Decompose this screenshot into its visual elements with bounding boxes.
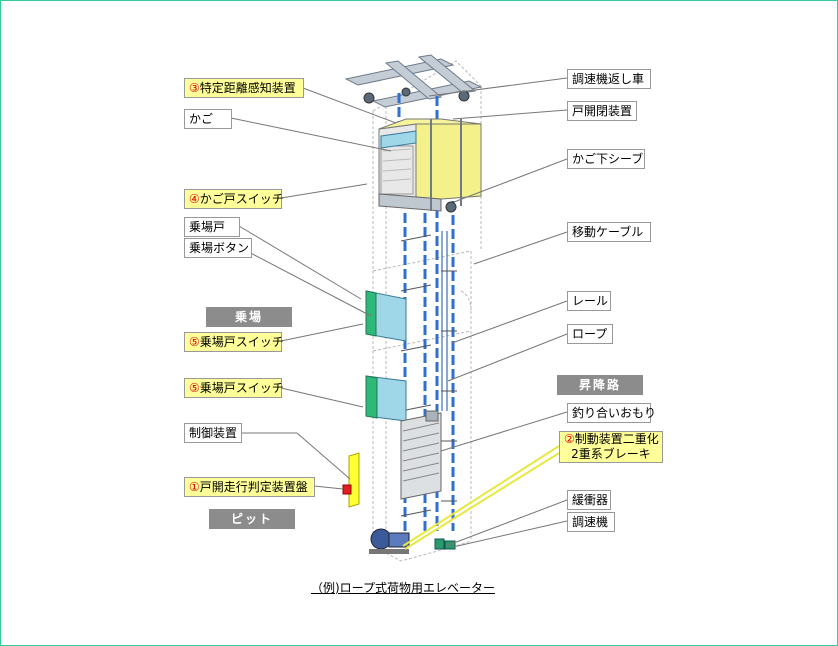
label-line-2: 2重系ブレーキ: [571, 447, 651, 461]
label-number: ④: [189, 192, 200, 206]
landing-door-upper: [365, 290, 407, 342]
label-specific-distance-sensor: ③特定距離感知装置: [184, 78, 304, 98]
label-rail: レール: [567, 291, 611, 311]
label-landing-button: 乗場ボタン: [184, 238, 252, 258]
label-control-device: 制御装置: [184, 423, 242, 443]
label-door-operator: 戸開閉装置: [567, 101, 637, 121]
label-text: 特定距離感知装置: [199, 81, 296, 95]
label-rope: ロープ: [567, 324, 613, 344]
buffer: [434, 538, 445, 550]
label-number: ⑤: [189, 335, 200, 349]
label-landing-door: 乗場戸: [184, 217, 240, 237]
label-buffer: 緩衝器: [567, 490, 611, 510]
label-landing-door-switch-lower: ⑤乗場戸スイッチ: [184, 378, 284, 398]
overhead-beam: [344, 54, 483, 108]
label-text: かご戸スイッチ: [199, 192, 284, 206]
label-text: 乗場戸スイッチ: [199, 335, 284, 349]
zone-pit: ピット: [209, 509, 295, 529]
car-frame: [430, 119, 462, 211]
car-door-operator: [380, 130, 417, 149]
landing-door-lower: [365, 375, 407, 422]
door-travel-panel: [342, 484, 352, 495]
diagram-caption: （例)ロープ式荷物用エレベーター: [311, 581, 495, 595]
label-number: ③: [189, 81, 200, 95]
leader-lines: [230, 77, 568, 548]
car-bottom-sheave: [445, 201, 457, 213]
zone-landing: 乗場: [206, 307, 292, 327]
traction-machine: [369, 528, 410, 554]
label-counterweight: 釣り合いおもり: [567, 403, 656, 423]
label-number: ⑤: [189, 381, 200, 395]
label-line-1: ②制動装置二重化: [564, 432, 659, 447]
label-car-door-switch: ④かご戸スイッチ: [184, 189, 284, 209]
rail-brackets: [400, 234, 457, 517]
label-text: 制動装置二重化: [574, 432, 659, 446]
label-number: ①: [189, 480, 200, 494]
label-governor: 調速機: [567, 512, 615, 532]
return-sheave: [363, 87, 470, 104]
label-landing-door-switch-upper: ⑤乗場戸スイッチ: [184, 332, 284, 352]
label-car: かご: [184, 109, 232, 129]
label-car-bottom-sheave: かご下シーブ: [567, 149, 645, 169]
counterweight: [400, 410, 442, 500]
zone-hoistway: 昇降路: [557, 375, 643, 395]
label-traveling-cable: 移動ケーブル: [567, 222, 651, 242]
brake-leader-lines: [402, 445, 560, 550]
label-dual-brake: ②制動装置二重化 2重系ブレーキ: [559, 431, 663, 463]
label-text: 戸開走行判定装置盤: [199, 480, 308, 494]
label-text: 乗場戸スイッチ: [199, 381, 284, 395]
label-number: ②: [564, 432, 575, 446]
control-device: [348, 452, 360, 508]
ropes: [441, 231, 448, 411]
label-governor-return-sheave: 調速機返し車: [567, 69, 651, 89]
label-door-travel-panel: ①戸開走行判定装置盤: [184, 477, 315, 497]
